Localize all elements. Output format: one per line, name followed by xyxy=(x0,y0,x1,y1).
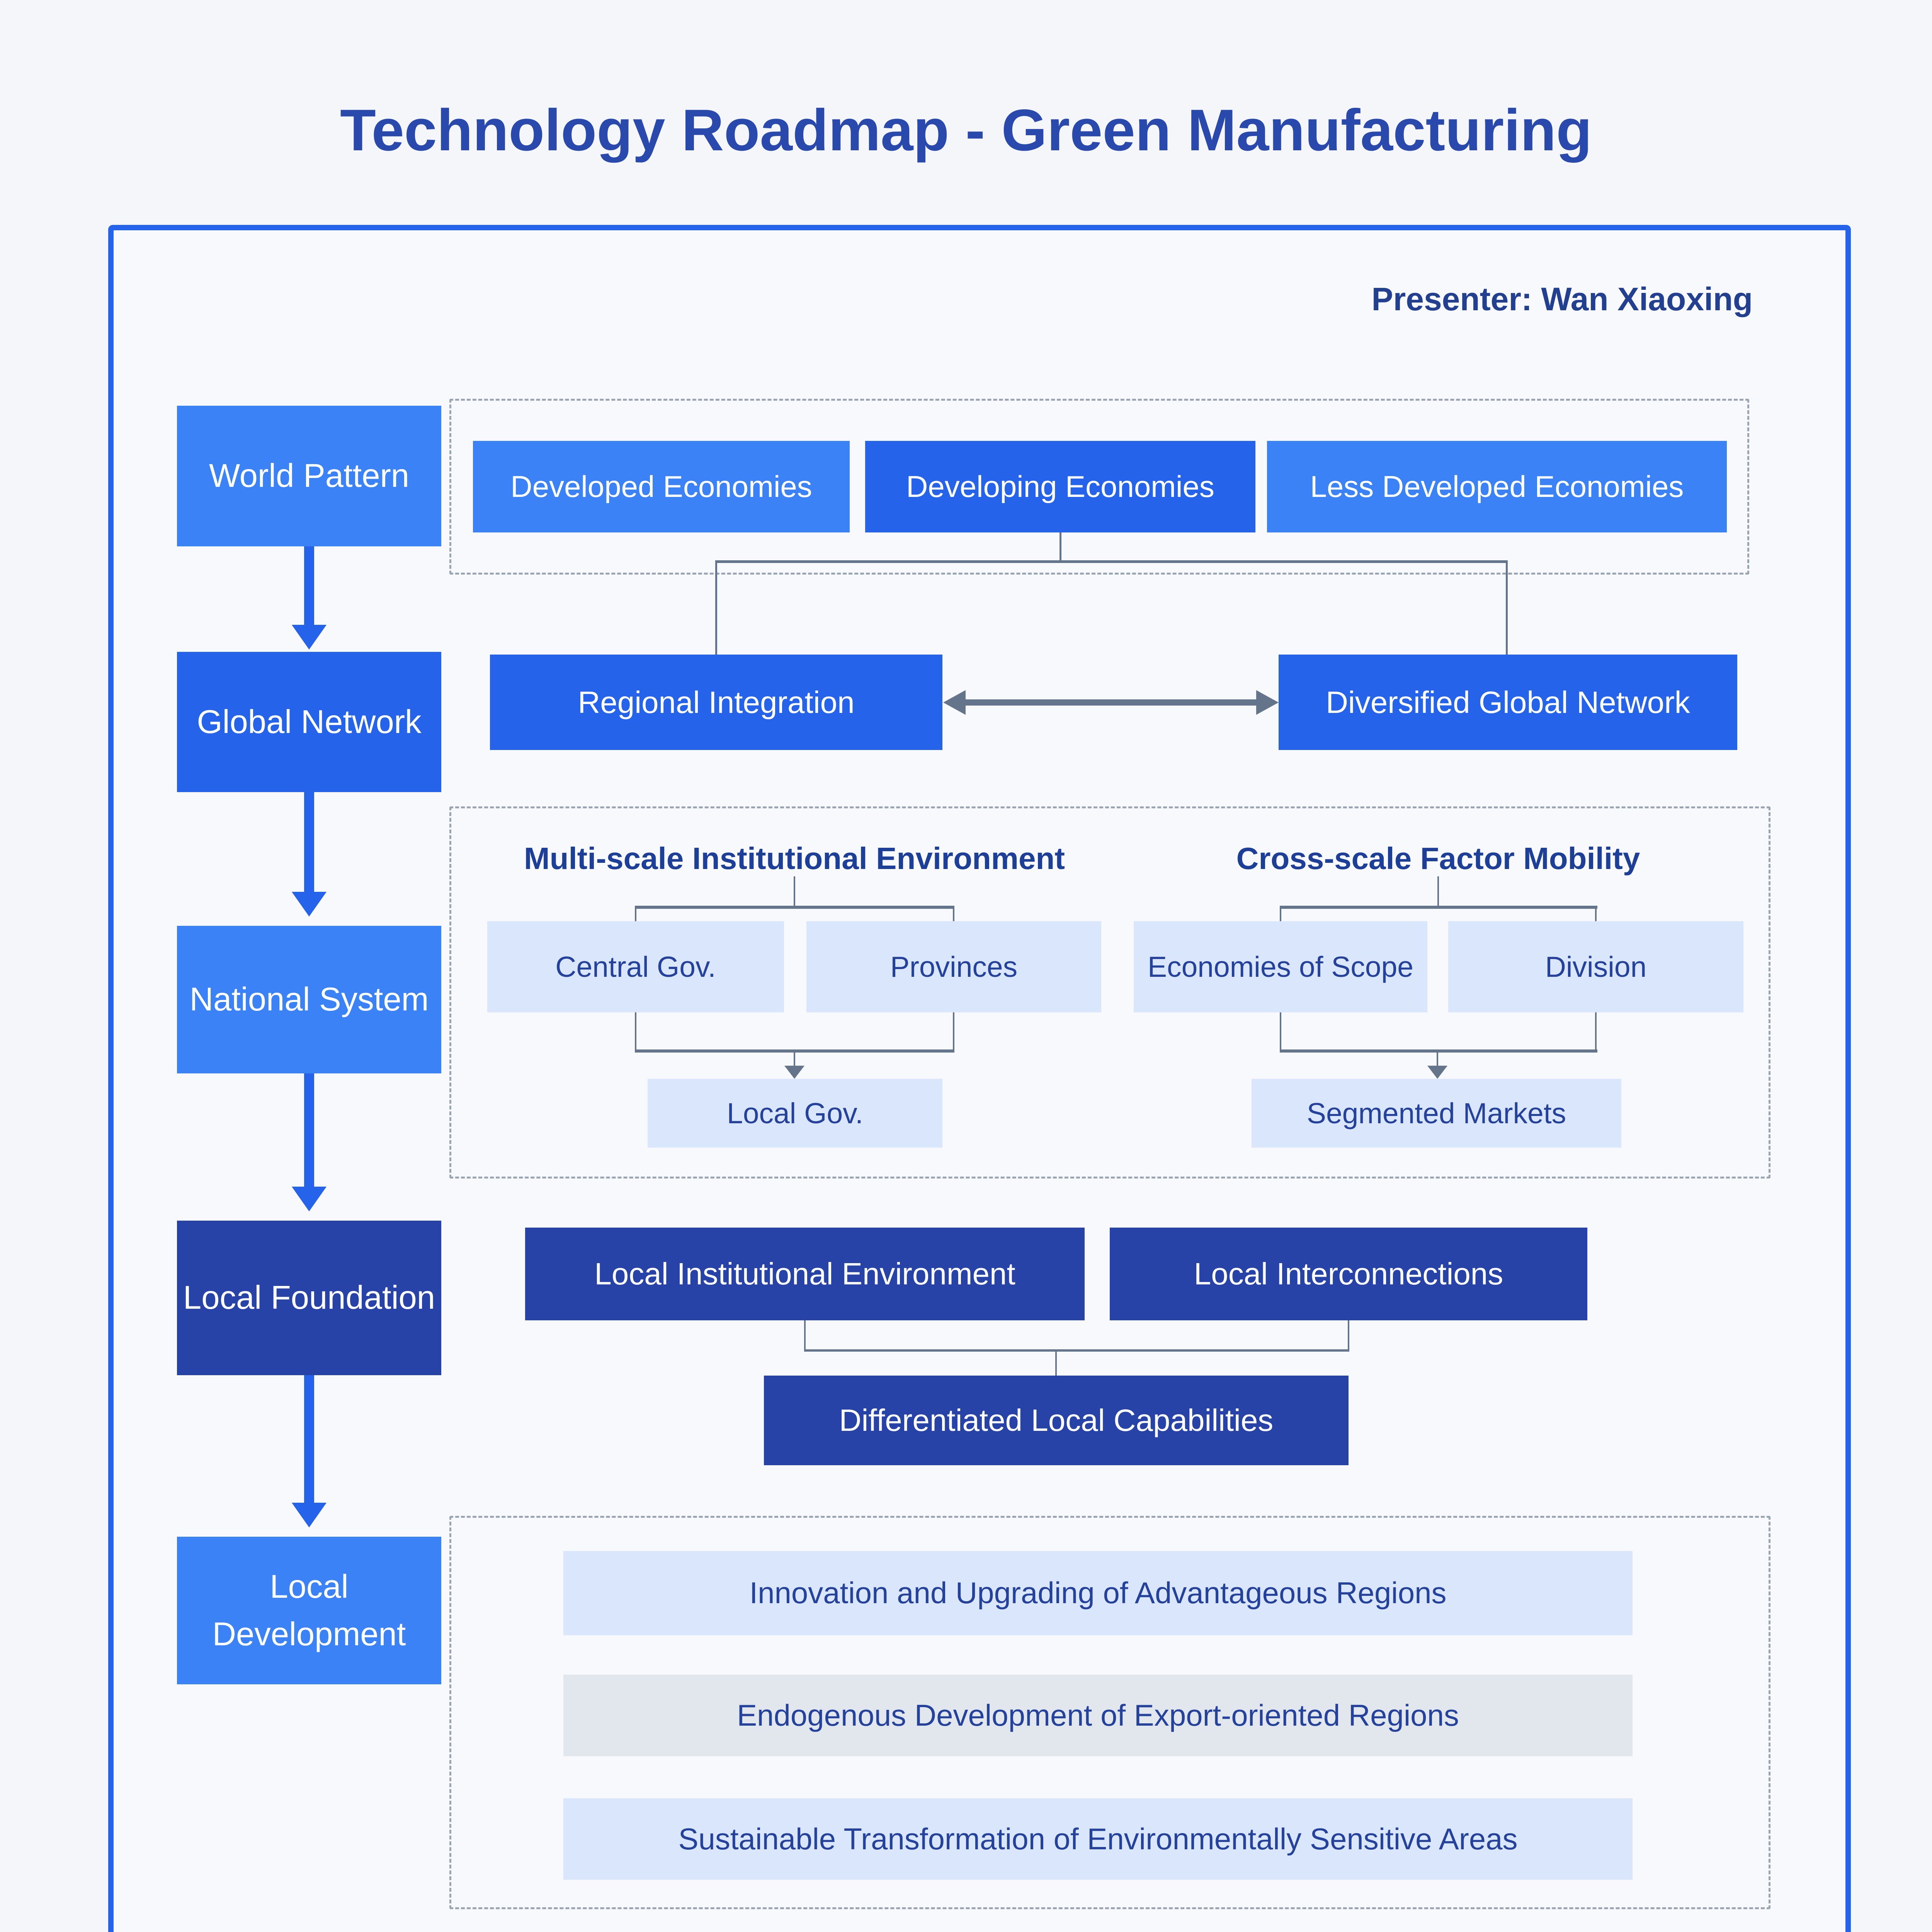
double-arrow-icon xyxy=(1256,690,1279,715)
bar-endogenous-development: Endogenous Development of Export-oriente… xyxy=(563,1675,1633,1756)
connector-line xyxy=(1437,1053,1438,1066)
down-arrow-icon xyxy=(292,1503,327,1527)
connector-line xyxy=(1055,1349,1057,1376)
connector-line xyxy=(953,906,954,921)
connector-line xyxy=(635,1012,636,1052)
connector-line xyxy=(794,1053,795,1066)
down-arrow-icon xyxy=(292,625,327,650)
connector-line xyxy=(1280,1049,1597,1053)
presenter-credit: Presenter: Wan Xiaoxing xyxy=(1371,281,1753,317)
down-arrow-icon xyxy=(304,1375,314,1503)
down-arrow-icon xyxy=(292,1187,327,1211)
node-less-developed-economies: Less Developed Economies xyxy=(1267,441,1727,532)
node-developed-economies: Developed Economies xyxy=(473,441,850,532)
down-arrowhead-icon xyxy=(1427,1066,1447,1079)
double-arrow-icon xyxy=(966,699,1256,706)
node-local-institutional-environment: Local Institutional Environment xyxy=(525,1228,1085,1320)
connector-line xyxy=(804,1349,1349,1352)
connector-line xyxy=(1280,906,1597,909)
connector-line xyxy=(635,906,636,921)
down-arrow-icon xyxy=(304,1073,314,1187)
heading-multiscale-institutional-environment: Multi-scale Institutional Environment xyxy=(524,841,1065,876)
down-arrowhead-icon xyxy=(784,1066,804,1079)
bar-sustainable-transformation: Sustainable Transformation of Environmen… xyxy=(563,1798,1633,1880)
world-pattern-group xyxy=(449,399,1749,575)
connector-line xyxy=(635,1049,954,1053)
connector-line xyxy=(1437,876,1439,907)
node-diversified-global-network: Diversified Global Network xyxy=(1279,655,1737,750)
connector-line xyxy=(1280,1012,1281,1052)
stage-national-system: National System xyxy=(177,926,441,1073)
node-differentiated-local-capabilities: Differentiated Local Capabilities xyxy=(764,1376,1349,1465)
stage-world-pattern: World Pattern xyxy=(177,406,441,546)
stage-global-network: Global Network xyxy=(177,652,441,792)
down-arrow-icon xyxy=(292,892,327,917)
node-local-interconnections: Local Interconnections xyxy=(1110,1228,1587,1320)
connector-line xyxy=(715,560,1508,563)
connector-line xyxy=(1348,1320,1349,1351)
stage-local-foundation: Local Foundation xyxy=(177,1221,441,1375)
connector-line xyxy=(804,1320,806,1351)
local-development-group xyxy=(449,1516,1770,1909)
node-division: Division xyxy=(1448,921,1743,1012)
down-arrow-icon xyxy=(304,546,314,625)
connector-line xyxy=(1506,560,1508,655)
bar-innovation-upgrading: Innovation and Upgrading of Advantageous… xyxy=(563,1551,1633,1635)
connector-line xyxy=(1595,1012,1597,1052)
connector-line xyxy=(1280,906,1281,921)
diagram-frame: Presenter: Wan Xiaoxing World Pattern Gl… xyxy=(108,225,1851,1932)
node-local-gov: Local Gov. xyxy=(648,1079,942,1148)
node-provinces: Provinces xyxy=(806,921,1101,1012)
connector-line xyxy=(953,1012,954,1052)
connector-line xyxy=(635,906,954,909)
national-system-group xyxy=(449,806,1770,1179)
connector-line xyxy=(1595,906,1597,921)
connector-line xyxy=(715,560,717,655)
heading-crossscale-factor-mobility: Cross-scale Factor Mobility xyxy=(1236,841,1640,876)
node-developing-economies: Developing Economies xyxy=(865,441,1255,532)
node-central-gov: Central Gov. xyxy=(487,921,784,1012)
stage-local-development: Local Development xyxy=(177,1537,441,1684)
double-arrow-icon xyxy=(943,690,966,715)
node-segmented-markets: Segmented Markets xyxy=(1252,1079,1621,1148)
node-regional-integration: Regional Integration xyxy=(490,655,942,750)
connector-line xyxy=(1060,532,1061,562)
down-arrow-icon xyxy=(304,792,314,892)
page-title: Technology Roadmap - Green Manufacturing xyxy=(340,97,1592,163)
connector-line xyxy=(794,876,795,907)
node-economies-of-scope: Economies of Scope xyxy=(1134,921,1427,1012)
